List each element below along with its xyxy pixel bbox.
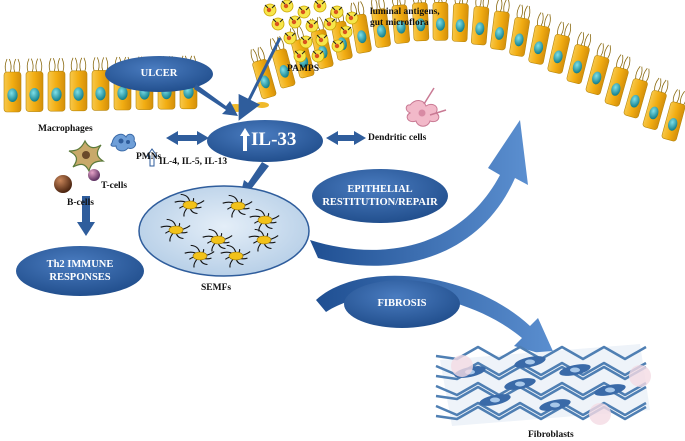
bacteria-cluster (263, 0, 359, 63)
semf-cell (248, 228, 279, 252)
th2-label: Th2 IMMUNE RESPONSES (46, 259, 114, 283)
bacterium-icon (311, 49, 325, 63)
il33-up-arrow-icon (240, 128, 250, 151)
pmns-label: PMNs (136, 152, 162, 162)
fibroblast-cell (504, 378, 536, 390)
macrophages-label: Macrophages (38, 124, 93, 134)
epithelial-cell (69, 57, 88, 112)
fibroblasts-label: Fibroblasts (528, 430, 574, 440)
fibroblast-cell (559, 364, 591, 376)
epithelial-cell (47, 58, 66, 112)
dendritic-cell-icon (405, 87, 447, 127)
t-cells-label: T-cells (101, 181, 128, 191)
epithelium-right (250, 0, 685, 142)
collagen-node (629, 365, 651, 387)
bacterium-icon (305, 19, 319, 33)
ulcer-arrow (194, 84, 238, 116)
semf-cell (249, 208, 280, 232)
epithelial-label: EPITHELIAL RESTITUTION/REPAIR (322, 184, 438, 208)
fibroblast-cell (479, 394, 511, 406)
b-cell-icon (54, 175, 72, 193)
semf-cells (160, 193, 280, 268)
luminal-antigens-label: luminal antigens, gut microflora (370, 7, 440, 28)
epithelial-cell (3, 58, 22, 113)
epithelial-cell (371, 0, 391, 48)
pmns-double-arrow (166, 131, 209, 145)
semfs-ellipse (138, 185, 310, 277)
bacterium-icon (263, 3, 277, 17)
epithelial-cell (270, 36, 296, 89)
macrophage-icon (68, 139, 105, 173)
epithelial-cell (470, 0, 490, 46)
bacterium-icon (293, 49, 307, 63)
collagen-node (589, 403, 611, 425)
bacterium-icon (323, 17, 337, 31)
epithelial-cell (509, 4, 531, 57)
bacterium-icon (345, 11, 359, 25)
epithelial-cell (350, 1, 372, 54)
semf-cell (174, 193, 205, 217)
fibroblast-cell (539, 399, 571, 411)
epithelial-cell (642, 77, 669, 130)
epithelial-cell (451, 0, 469, 43)
bacterium-icon (331, 39, 345, 53)
il33-oval (207, 120, 323, 162)
fibroblast-cell (514, 356, 546, 368)
epithelial-cell (661, 89, 685, 142)
t-cell-icon (88, 169, 100, 181)
il33-label: IL-33 (251, 129, 297, 150)
epithelial-cell (528, 12, 551, 65)
fibroblast-mesh (435, 344, 651, 426)
bacterium-icon (283, 31, 297, 45)
epithelial-cell (432, 0, 449, 41)
bacterium-icon (288, 15, 302, 29)
bacterium-icon (299, 35, 313, 49)
epithelial-cell (604, 54, 631, 107)
pmn-icon (110, 133, 137, 152)
collagen-node (451, 355, 473, 377)
epithelial-cell (585, 42, 611, 95)
cytokine-up-arrow-icon (146, 148, 158, 167)
b-cells-label: B-cells (67, 198, 94, 208)
repair-curved-arrow (310, 120, 528, 266)
bacterium-icon (271, 17, 285, 31)
bacterium-icon (313, 0, 327, 13)
ulcer-oval (105, 56, 213, 92)
epithelial-cell (391, 0, 411, 44)
semf-cell (160, 218, 191, 242)
epithelial-cell (412, 0, 430, 42)
semf-cell (184, 244, 215, 268)
th2-oval (16, 246, 144, 296)
bacterium-icon (315, 33, 329, 47)
epithelial-cell (547, 21, 572, 74)
fibrosis-oval (344, 280, 460, 328)
semf-cell (202, 228, 233, 252)
semfs-label: SEMFs (201, 283, 232, 293)
dendritic-double-arrow (326, 131, 366, 145)
pamps-arrow (238, 37, 282, 121)
th2-arrow (77, 196, 95, 236)
semf-cell (220, 244, 251, 268)
dendritic-cells-label: Dendritic cells (368, 133, 427, 143)
bacterium-icon (339, 25, 353, 39)
ulcer-label: ULCER (140, 68, 178, 79)
bacterium-icon (330, 5, 344, 19)
epithelial-cell (91, 57, 110, 111)
bacterium-icon (280, 0, 294, 13)
epithelial-cell (25, 58, 44, 112)
epithelial-cell (623, 66, 650, 119)
fibrosis-label: FIBROSIS (377, 298, 427, 309)
pamps-label: PAMPS (287, 64, 320, 74)
bacterium-icon (297, 5, 311, 19)
cytokines-label: IL-4, IL-5, IL-13 (159, 157, 228, 167)
epithelial-oval (312, 169, 448, 223)
epithelial-cell (490, 0, 510, 51)
semf-cell (222, 194, 253, 218)
fibroblast-cell (594, 384, 626, 396)
epithelial-cell (566, 31, 592, 84)
